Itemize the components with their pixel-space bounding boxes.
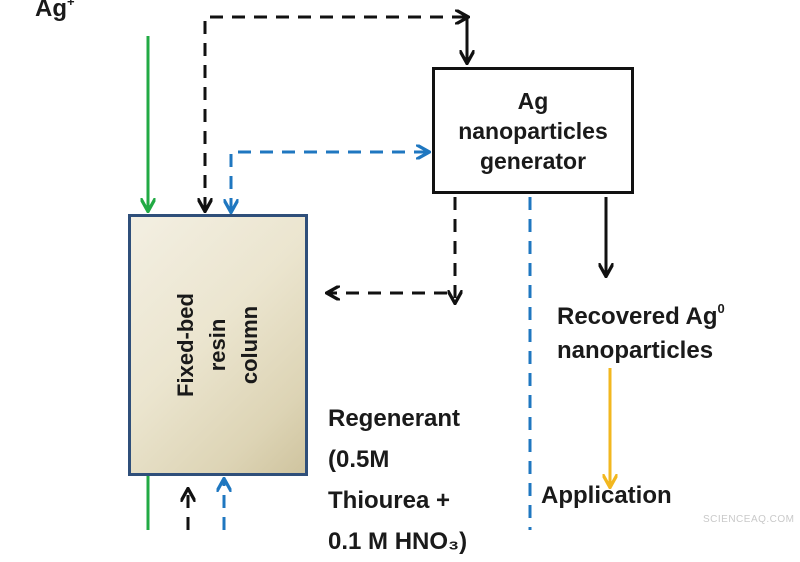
fixed-bed-resin-column-box: Fixed-bed resin column [128,214,308,476]
ag-ion-label: Ag+ [35,0,75,22]
generator-label-line: generator [479,147,587,174]
flow-diagram [0,0,800,530]
ag-nanoparticles-generator-box: Ag nanoparticles generator [432,67,634,194]
watermark: SCIENCEAQ.COM [703,514,795,525]
resin-label-line: resin [205,318,230,372]
resin-label-line: column [237,305,262,385]
recovered-nanoparticles-label: Recovered Ag0 nanoparticles [557,301,725,364]
application-label: Application [541,482,672,509]
resin-column-label: Fixed-bed resin column [170,293,266,397]
generator-label-line: Ag [517,87,549,114]
generator-label-line: nanoparticles [458,117,608,144]
blue-feed-path [231,152,428,211]
resin-label-line: Fixed-bed [173,293,198,397]
regenerant-label: Regenerant (0.5M Thiourea + 0.1 M HNO₃) [328,405,468,555]
black-return-path [205,17,467,210]
